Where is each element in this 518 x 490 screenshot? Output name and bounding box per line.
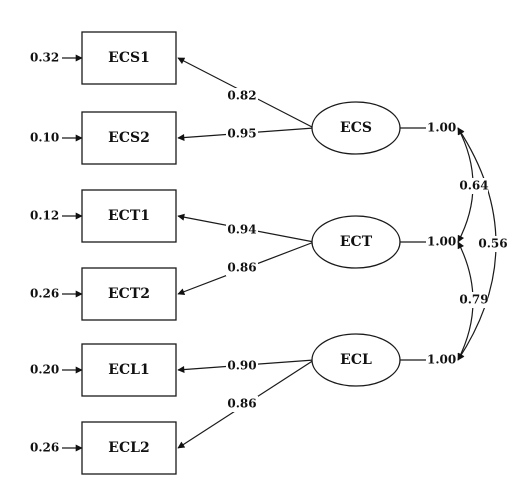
error-variance-label: 0.32 xyxy=(30,51,59,65)
latent-factor-label: ECL xyxy=(340,352,372,368)
error-variance-label: 0.26 xyxy=(30,287,59,301)
error-variance-label: 0.10 xyxy=(30,131,59,145)
observed-variable-label: ECS1 xyxy=(108,50,150,66)
correlation-label: 0.56 xyxy=(478,237,507,251)
observed-variable-ecl1: ECL1 xyxy=(81,343,177,397)
factor-loading-label: 0.86 xyxy=(227,397,256,411)
correlation-label: 0.79 xyxy=(459,293,488,307)
correlation-label-bg xyxy=(460,178,488,194)
factor-variance-label: 1.00 xyxy=(427,235,456,249)
observed-variable-label: ECL2 xyxy=(108,440,149,456)
observed-variable-label: ECS2 xyxy=(108,130,150,146)
factor-loading-label: 0.94 xyxy=(227,223,256,237)
latent-factor-label: ECS xyxy=(340,120,372,136)
factor-variance-label: 1.00 xyxy=(427,353,456,367)
error-variance-label: 0.20 xyxy=(30,363,59,377)
loading-label-bg xyxy=(226,260,258,276)
loading-label-bg xyxy=(226,126,258,142)
factor-loading-label: 0.86 xyxy=(227,261,256,275)
factor-loading-label: 0.82 xyxy=(227,89,256,103)
observed-variable-label: ECT1 xyxy=(108,208,150,224)
latent-factor-ecs: ECS xyxy=(311,101,401,155)
observed-variable-ecs1: ECS1 xyxy=(81,31,177,85)
correlation-label: 0.64 xyxy=(459,179,488,193)
loading-label-bg xyxy=(226,88,258,104)
latent-factor-ecl: ECL xyxy=(311,333,401,387)
error-variance-label: 0.12 xyxy=(30,209,59,223)
factor-loading-label: 0.90 xyxy=(227,359,256,373)
observed-variable-ecs2: ECS2 xyxy=(81,111,177,165)
correlation-label-bg xyxy=(460,292,488,308)
latent-factor-ect: ECT xyxy=(311,215,401,269)
observed-variable-ect1: ECT1 xyxy=(81,189,177,243)
error-variance-label: 0.26 xyxy=(30,441,59,455)
loading-label-bg xyxy=(226,396,258,412)
observed-variable-label: ECL1 xyxy=(108,362,149,378)
observed-variable-ect2: ECT2 xyxy=(81,267,177,321)
loading-label-bg xyxy=(226,358,258,374)
observed-variable-ecl2: ECL2 xyxy=(81,421,177,475)
correlation-label-bg xyxy=(479,236,507,252)
loading-label-bg xyxy=(226,222,258,238)
latent-factor-label: ECT xyxy=(340,234,373,250)
observed-variable-label: ECT2 xyxy=(108,286,150,302)
factor-variance-label: 1.00 xyxy=(427,121,456,135)
factor-loading-label: 0.95 xyxy=(227,127,256,141)
